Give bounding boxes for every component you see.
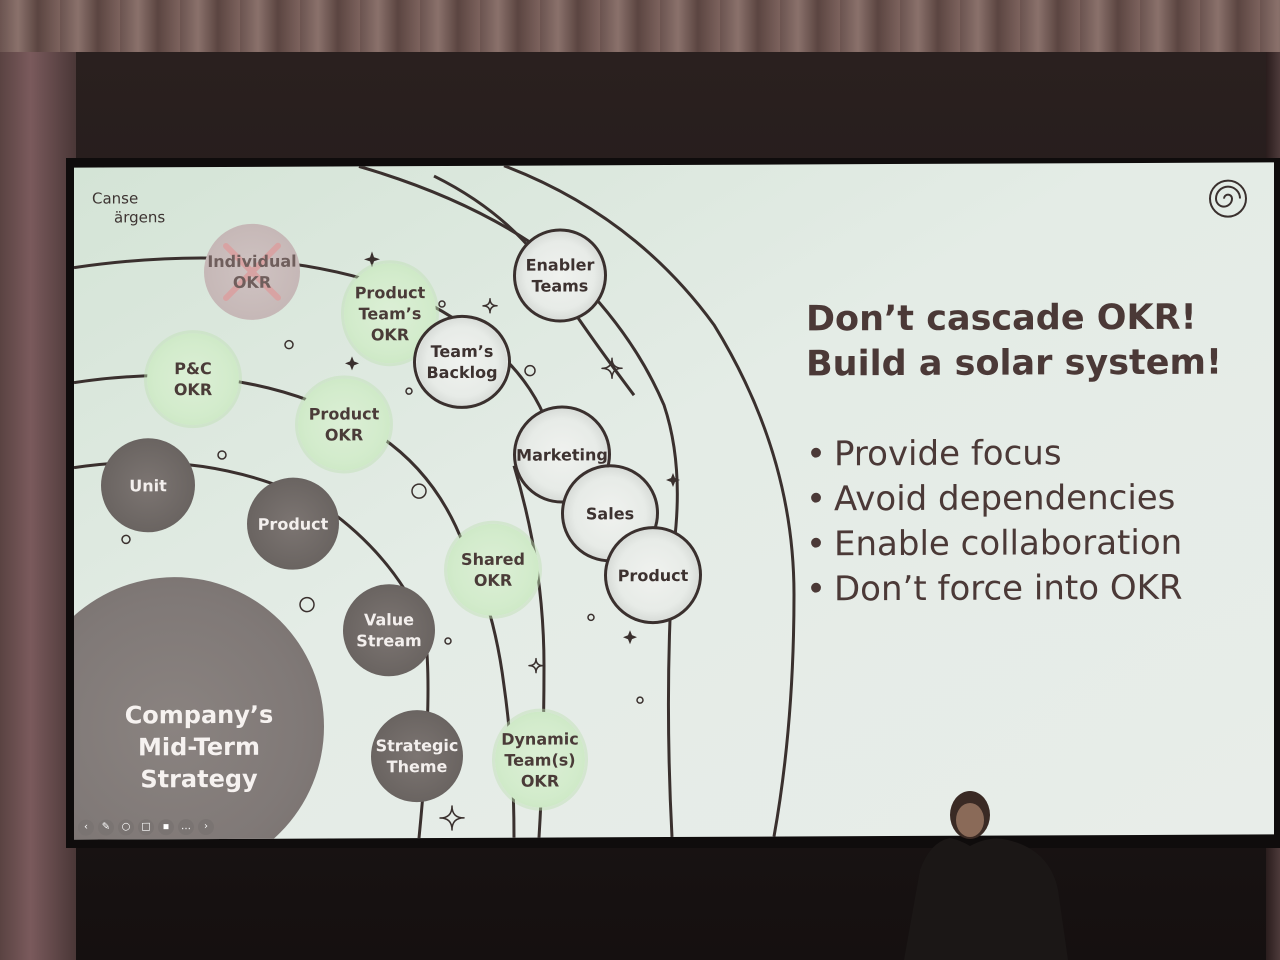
orbit-line-4	[358, 164, 679, 838]
planet-label: Dynamic Team(s) OKR	[501, 728, 579, 791]
bullet-item: Enable collaboration	[806, 520, 1266, 567]
sparkle-icon	[364, 251, 380, 268]
sparkle-icon	[623, 630, 637, 645]
planet-enabler-teams: Enabler Teams	[513, 228, 607, 323]
small-moon	[524, 364, 536, 377]
cc-icon[interactable]: □	[138, 819, 154, 836]
logo-line-2: ärgens	[114, 208, 166, 227]
presentation-toolbar: ‹ ✎ ○ □ ▪ … ›	[78, 819, 214, 836]
planet-label: Value Stream	[356, 610, 422, 651]
cross-icon	[223, 242, 281, 301]
orbit-line-3	[74, 460, 430, 839]
planet-unit: Unit	[101, 438, 195, 533]
planet-teams-backlog: Team’s Backlog	[413, 314, 511, 410]
bullet-item: Provide focus	[806, 430, 1266, 477]
company-logo: Canse ärgens	[92, 189, 192, 227]
forward-icon[interactable]: ›	[198, 819, 214, 836]
slide-headline: Don’t cascade OKR! Build a solar system!	[806, 296, 1246, 388]
headline-line-1: Don’t cascade OKR!	[806, 297, 1197, 340]
small-moon	[444, 637, 452, 645]
sparkle-icon	[528, 657, 544, 674]
planet-label: Product	[617, 565, 689, 585]
planet-individual-okr: Individual OKR	[204, 223, 300, 321]
small-moon	[299, 596, 315, 613]
small-moon	[636, 696, 644, 704]
sparkle-icon	[482, 298, 498, 314]
orbit-line-2	[74, 374, 516, 838]
planet-label: P&C OKR	[173, 359, 213, 400]
stage-curtain-top	[0, 0, 1280, 52]
planet-product: Product	[247, 477, 339, 570]
sun-label: Company’s Mid-Term Strategy	[124, 700, 274, 794]
planet-product-ringed: Product	[604, 525, 702, 625]
planet-label: Unit	[129, 475, 167, 495]
planet-label: Marketing	[516, 444, 608, 465]
planet-label: Enabler Teams	[525, 255, 595, 296]
planet-shared-okr: Shared OKR	[447, 523, 539, 616]
sparkle-icon	[666, 473, 680, 488]
bullet-item: Don’t force into OKR	[806, 565, 1266, 612]
zoom-icon[interactable]: ○	[118, 819, 134, 836]
planet-dynamic-teams-okr: Dynamic Team(s) OKR	[495, 711, 585, 808]
sparkle-icon	[601, 357, 623, 380]
small-moon	[438, 300, 446, 308]
bullet-item: Avoid dependencies	[806, 475, 1266, 522]
small-moon	[587, 613, 595, 622]
planet-product-okr: Product OKR	[298, 378, 390, 471]
planet-label: Individual OKR	[207, 251, 297, 292]
small-moon	[405, 387, 413, 395]
logo-line-1: Canse	[92, 189, 139, 208]
headline-line-2: Build a solar system!	[806, 342, 1222, 385]
bullet-list: Provide focus Avoid dependencies Enable …	[806, 430, 1266, 612]
screen-icon[interactable]: ▪	[158, 819, 174, 836]
planet-label: Product	[257, 514, 329, 534]
sparkle-icon	[345, 356, 359, 371]
stage-curtain-left	[0, 52, 76, 960]
planet-label: Sales	[585, 503, 635, 523]
planet-label: Product OKR	[308, 404, 380, 445]
pen-icon[interactable]: ✎	[98, 819, 114, 836]
planet-pc-okr: P&C OKR	[147, 332, 239, 426]
planet-value-stream: Value Stream	[343, 584, 435, 677]
small-moon	[411, 483, 427, 499]
presenter-silhouette	[904, 791, 1068, 960]
planet-label: Shared OKR	[461, 549, 525, 590]
orbit-line-6	[503, 164, 796, 837]
planet-label: Strategic Theme	[375, 735, 459, 777]
small-moon	[121, 534, 131, 545]
small-moon	[217, 450, 227, 460]
presentation-slide: Canse ärgens Company’s Mid-Term Strategy…	[74, 162, 1274, 840]
spiral-icon	[1209, 179, 1247, 218]
planet-strategic-theme: Strategic Theme	[371, 709, 463, 803]
more-icon[interactable]: …	[178, 819, 194, 836]
small-moon	[284, 339, 294, 350]
planet-label: Team’s Backlog	[426, 341, 498, 383]
sparkle-icon	[439, 805, 465, 831]
planet-label: Product Team’s OKR	[354, 282, 426, 344]
back-icon[interactable]: ‹	[78, 819, 94, 836]
